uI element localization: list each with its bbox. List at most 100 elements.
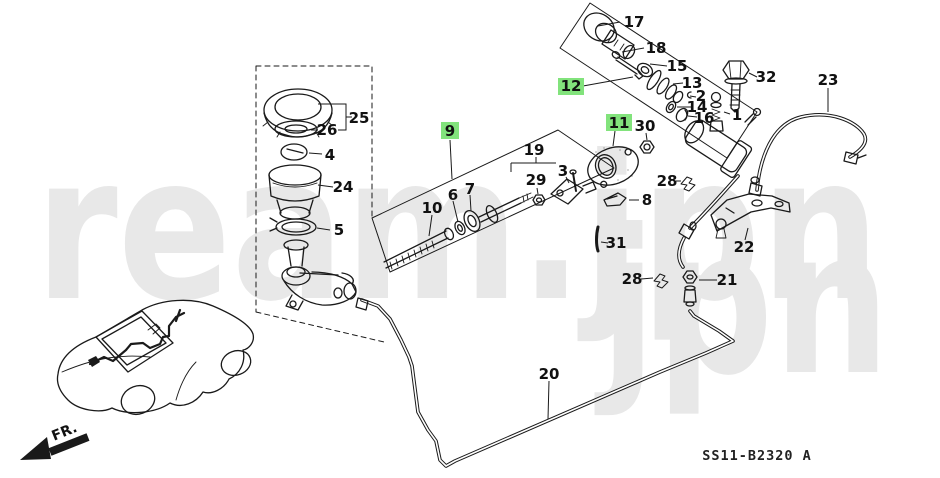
reservoir-group-box: [255, 65, 385, 343]
part-label-14[interactable]: 14: [687, 98, 708, 116]
pipe-part-23: [748, 113, 868, 197]
mc-end-cap: [343, 282, 357, 300]
pushrod-collar: [443, 227, 455, 241]
part-label-20[interactable]: 20: [539, 365, 560, 383]
mc-foot: [285, 294, 304, 311]
part-label-18[interactable]: 18: [646, 39, 667, 57]
bleeder-stem: [744, 113, 757, 126]
part-label-23[interactable]: 23: [818, 71, 839, 89]
bracket-22-bolt-head: [715, 218, 727, 230]
valve-1-spring: [711, 108, 721, 122]
boot-17-cylinder: [601, 29, 635, 60]
nut-30-hole: [643, 143, 651, 151]
nut-part-30: [639, 140, 655, 154]
boot-17-face: [622, 44, 636, 60]
hose-collar-upper: [689, 221, 697, 231]
flange-hole-left: [600, 180, 608, 188]
part-label-32[interactable]: 32: [756, 68, 777, 86]
clamp-inner: [281, 221, 311, 233]
master-cylinder-body: [281, 266, 357, 311]
flange-part-11: [587, 146, 639, 186]
nut-29-hole: [535, 197, 543, 203]
clevis-hole: [556, 189, 564, 197]
part-label-13[interactable]: 13: [682, 74, 703, 92]
mc-barrel: [283, 271, 357, 306]
car-locator-sketch: [56, 299, 255, 416]
clevis-pin: [572, 172, 577, 192]
valve-1-seat: [709, 120, 724, 132]
part-label-29[interactable]: 29: [526, 171, 547, 189]
car-rear-wheel: [220, 349, 252, 377]
pushrod-threads: [389, 240, 435, 270]
bolt-32-shaft: [730, 83, 741, 113]
diagram-code: SS11-B2320 A: [702, 448, 812, 464]
clevis-fork: [582, 181, 597, 194]
rod-thread-tip: [518, 192, 534, 204]
part-label-2[interactable]: 2: [696, 87, 706, 105]
part-label-19[interactable]: 19: [524, 141, 545, 159]
part-label-15[interactable]: 15: [667, 57, 688, 75]
part-label-30[interactable]: 30: [635, 117, 656, 135]
part-label-10[interactable]: 10: [422, 199, 443, 217]
pipe-23-fitting-right: [843, 151, 867, 165]
clevis-part-3: [550, 178, 584, 205]
float-slot: [286, 148, 304, 154]
bolt-32-head: [722, 60, 750, 80]
part-label-12[interactable]: 12: [561, 77, 582, 95]
clip-part-28-lower: [653, 273, 669, 289]
pushrod-parts: [383, 169, 597, 270]
pushrod-part-10: [383, 230, 449, 269]
watermark: ream.jpn jpn: [35, 113, 890, 420]
mc-foot-hole: [289, 300, 297, 308]
seal-inner: [284, 124, 308, 134]
car-mc-blob: [88, 356, 100, 367]
car-body: [56, 299, 255, 414]
master-cylinder-group-box: [371, 129, 615, 273]
part-label-24[interactable]: 24: [333, 178, 354, 196]
part-label-7[interactable]: 7: [465, 180, 475, 198]
part-label-22[interactable]: 22: [734, 238, 755, 256]
part-label-21[interactable]: 21: [717, 271, 738, 289]
fr-arrow-shaft-icon: [48, 433, 90, 456]
bolt-32-head-facets: [728, 60, 742, 80]
seal-part-26: [274, 120, 318, 138]
part-label-8[interactable]: 8: [642, 191, 652, 209]
boot-17-inner: [594, 22, 618, 44]
part-label-1[interactable]: 1: [732, 106, 742, 124]
grommet-part-8: [603, 192, 627, 207]
part-label-17[interactable]: 17: [624, 13, 645, 31]
mc-outlet-nut: [333, 287, 343, 299]
retainer-7-hole: [467, 214, 477, 228]
part-label-16[interactable]: 16: [694, 109, 715, 127]
clamp-screw: [269, 217, 278, 232]
part-label-9[interactable]: 9: [445, 122, 455, 140]
clamp-part-5: [275, 218, 317, 236]
part-label-28-upper[interactable]: 28: [657, 172, 678, 190]
rod-disc: [485, 205, 499, 223]
joint-part-21: [682, 270, 698, 284]
part-label-3[interactable]: 3: [558, 162, 568, 180]
leader-lines: [308, 21, 829, 420]
part-label-11[interactable]: 11: [609, 114, 630, 132]
part-label-26[interactable]: 26: [317, 121, 338, 139]
flange-hole-right: [624, 148, 632, 156]
part-label-31[interactable]: 31: [606, 234, 627, 252]
mc-top: [299, 272, 354, 285]
clip-part-28-upper: [680, 176, 696, 192]
part-label-6[interactable]: 6: [448, 186, 458, 204]
fr-direction: FR.: [20, 420, 90, 460]
watermark-text: ream.jpn: [35, 113, 880, 346]
bracket-22-bolt: [715, 228, 727, 239]
cap-knurl: [262, 121, 334, 138]
pipe-20-fitting: [355, 297, 369, 311]
part-label-25[interactable]: 25: [349, 109, 370, 127]
part-label-5[interactable]: 5: [334, 221, 344, 239]
seal-14-hole: [668, 103, 674, 111]
part-label-4[interactable]: 4: [325, 146, 335, 164]
pipe-part-20: [355, 297, 735, 468]
boot-part-13-ring1: [646, 69, 662, 91]
part-label-28-lower[interactable]: 28: [622, 270, 643, 288]
joint-21-collar1: [684, 285, 696, 291]
